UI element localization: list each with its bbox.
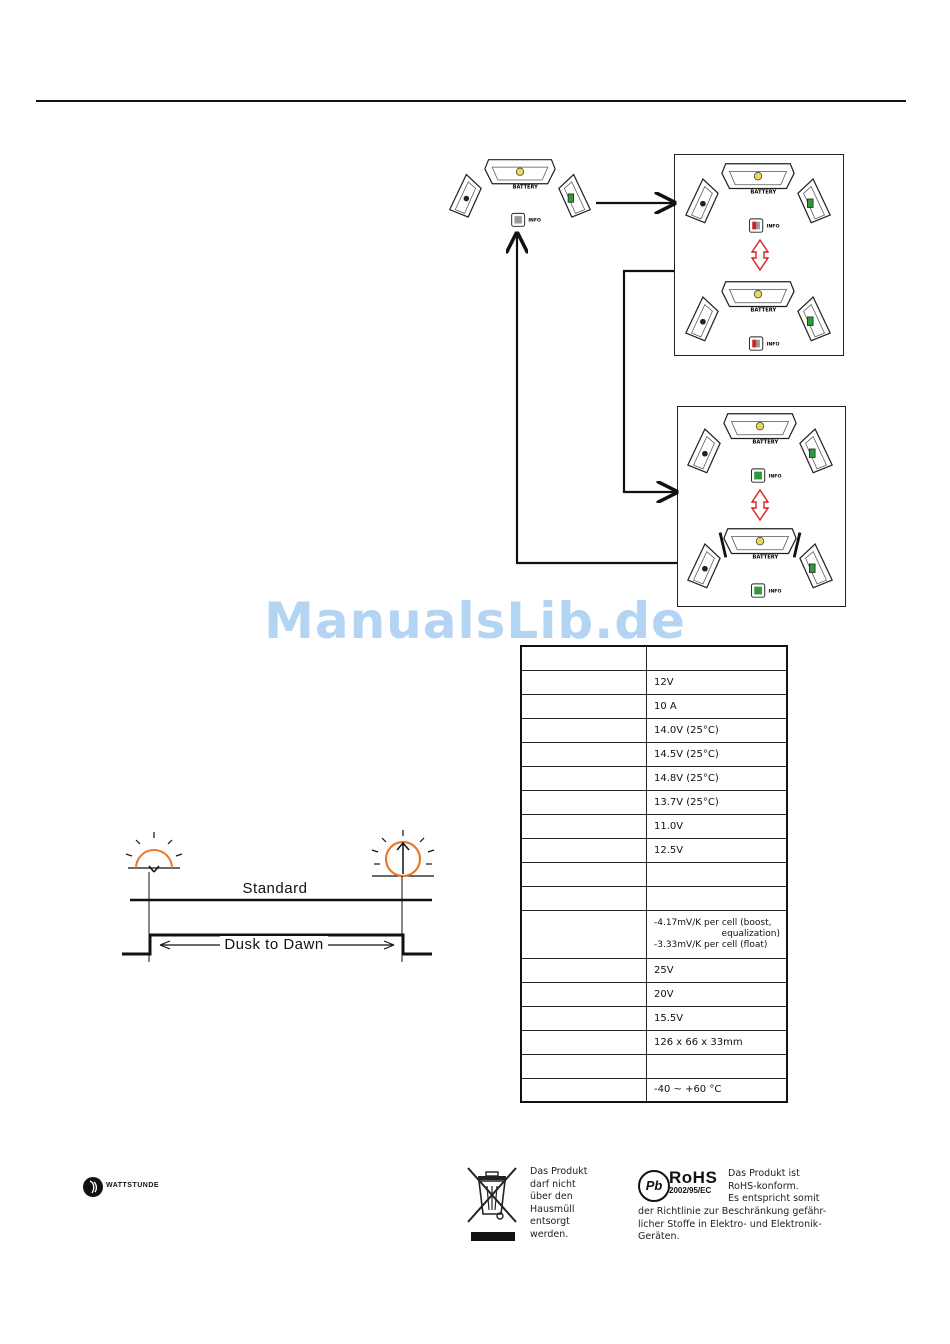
timing-dusk-dawn-label: Dusk to Dawn <box>220 936 328 953</box>
rohs-pb-icon: Pb <box>638 1170 670 1202</box>
spec-table: 12V 10 A 14.0V (25°C) 14.5V (25°C) 14.8V… <box>520 645 788 1103</box>
weee-text: Das Produkt darf nicht über den Hausmüll… <box>530 1166 588 1240</box>
controller-panel-1: BATTERY INFO <box>685 163 831 233</box>
svg-text:BATTERY: BATTERY <box>752 554 778 560</box>
panel-info-label: INFO <box>528 218 541 224</box>
svg-text:INFO: INFO <box>767 341 780 347</box>
controller-panel-2: BATTERY INFO <box>685 281 831 351</box>
svg-text:INFO: INFO <box>769 473 782 479</box>
brand-logo-icon <box>83 1177 103 1197</box>
svg-text:BATTERY: BATTERY <box>750 189 776 195</box>
rohs-directive: 2002/95/EC <box>669 1186 712 1195</box>
top-rule <box>36 100 906 102</box>
controller-panel-3: BATTERY INFO <box>687 413 833 483</box>
timing-diagram <box>122 830 435 962</box>
controller-panel-4: BATTERY INFO <box>687 528 833 598</box>
svg-text:INFO: INFO <box>767 223 780 229</box>
svg-text:BATTERY: BATTERY <box>752 439 778 445</box>
rohs-title: RoHS <box>669 1168 718 1187</box>
temp-compensation-cell: -4.17mV/K per cell (boost, equalization)… <box>646 910 787 959</box>
rohs-text-right: Das Produkt ist RoHS-konform. Es entspri… <box>728 1168 820 1204</box>
weee-bin-icon <box>467 1167 517 1241</box>
rohs-text-bottom: der Richtlinie zur Beschränkung gefähr- … <box>638 1206 827 1242</box>
svg-text:BATTERY: BATTERY <box>750 307 776 313</box>
controller-panel-main: BATTERY INFO <box>449 159 591 227</box>
timing-standard-label: Standard <box>242 880 308 897</box>
panel-battery-label: BATTERY <box>513 184 539 190</box>
svg-text:INFO: INFO <box>769 588 782 594</box>
brand-name: WATTSTUNDE <box>106 1182 160 1189</box>
flow-arrows <box>0 0 770 565</box>
watermark: ManualsLib.de <box>264 592 686 650</box>
